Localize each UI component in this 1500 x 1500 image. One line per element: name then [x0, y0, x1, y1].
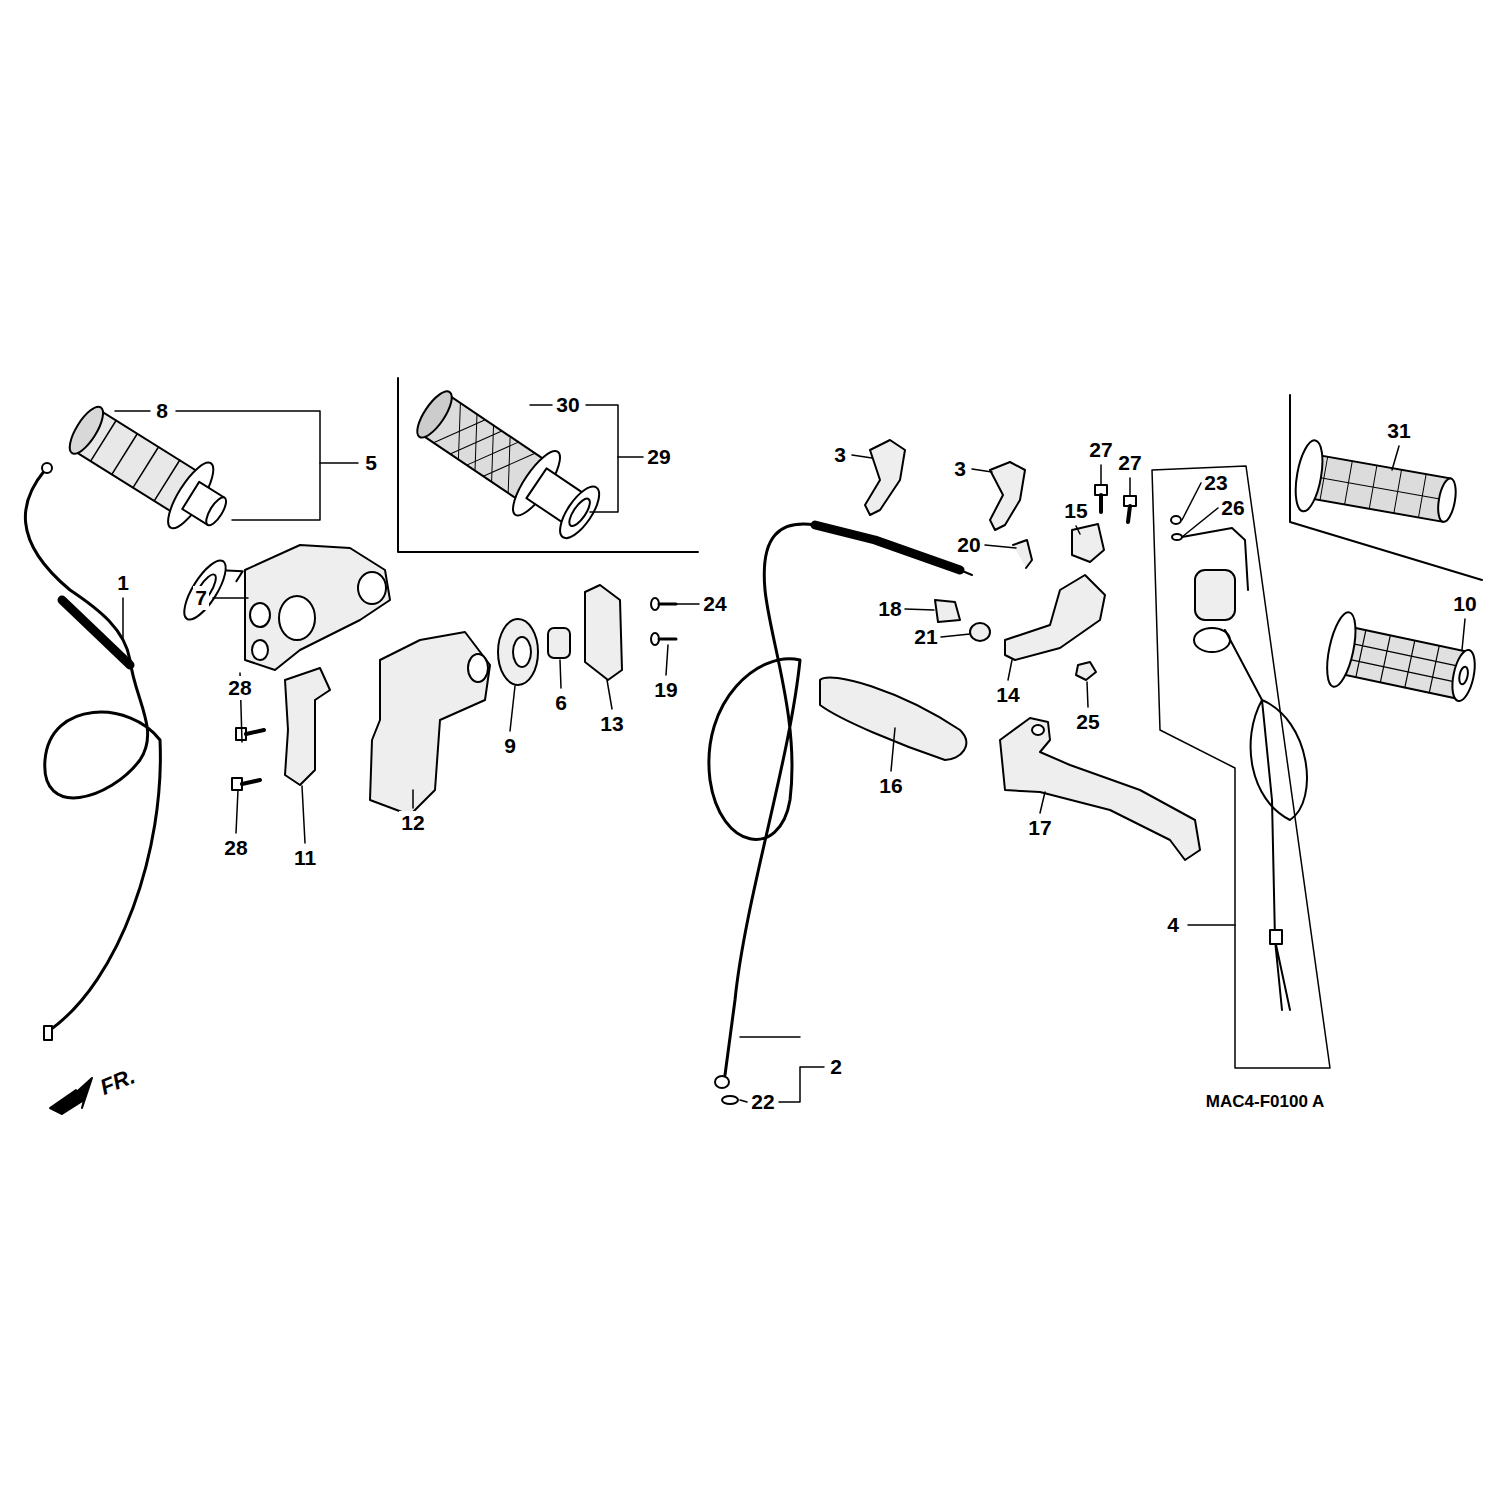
cable-adjuster [815, 525, 960, 570]
adjuster-bolt [935, 600, 960, 622]
front-arrow [50, 1078, 92, 1114]
lock-nut [970, 623, 990, 641]
callout-number: 28 [226, 676, 253, 699]
throttle-pulley [498, 619, 538, 685]
callout-number: 2 [828, 1055, 844, 1078]
inset-frame [398, 378, 698, 552]
callout-number: 3 [832, 443, 848, 466]
group-outline [1152, 466, 1330, 1068]
cable-end [44, 1026, 52, 1040]
callout-number: 14 [994, 683, 1021, 706]
pulley-hub [513, 637, 531, 667]
leader-lines [115, 405, 1465, 1102]
lever-bracket [1005, 575, 1105, 660]
left-grip [1291, 438, 1461, 537]
callout-number: 27 [1116, 451, 1143, 474]
callout-number: 12 [399, 811, 426, 834]
throttle-grip [58, 393, 242, 547]
bolt [232, 728, 264, 790]
holder-clamp [1072, 524, 1104, 562]
callout-number: 20 [955, 533, 982, 556]
callout-number: 23 [1202, 471, 1229, 494]
pivot-bolt [1013, 540, 1032, 568]
throttle-housing [370, 632, 490, 815]
screw [651, 598, 676, 645]
callout-number: 15 [1062, 499, 1089, 522]
cable-clip [990, 462, 1025, 530]
collar [548, 628, 570, 658]
inset-frame [1290, 395, 1482, 580]
callout-number: 18 [876, 597, 903, 620]
callout-number: 27 [1087, 438, 1114, 461]
callout-number: 26 [1219, 496, 1246, 519]
washer [722, 1096, 738, 1104]
throttle-cable [25, 470, 160, 1030]
grip-collar [177, 553, 243, 630]
callout-number: 22 [749, 1090, 776, 1113]
callout-number: 3 [952, 457, 968, 480]
callout-number: 17 [1026, 816, 1053, 839]
callout-number: 11 [292, 846, 318, 869]
callout-number: 13 [598, 712, 625, 735]
callout-number: 7 [193, 586, 209, 609]
throttle-grip [405, 377, 611, 550]
front-indicator: FR. [95, 1063, 141, 1100]
clutch-lever [1000, 718, 1200, 860]
cable-adjuster [62, 600, 130, 665]
engine-stop-switch [1171, 516, 1307, 1010]
housing-clamp [285, 668, 330, 785]
callout-number: 21 [912, 625, 939, 648]
cable-clip [865, 440, 905, 515]
callout-number: 30 [554, 393, 581, 416]
callout-number: 16 [877, 774, 904, 797]
callout-number: 9 [502, 734, 518, 757]
housing-cover [585, 585, 622, 680]
callout-number: 1 [115, 571, 131, 594]
callout-number: 19 [652, 678, 679, 701]
callout-number: 8 [154, 399, 170, 422]
callout-number: 25 [1074, 710, 1101, 733]
callout-number: 6 [553, 691, 569, 714]
callout-number: 5 [363, 451, 379, 474]
cable-end [715, 1076, 729, 1088]
throttle-housing [245, 545, 390, 670]
callout-number: 10 [1451, 592, 1478, 615]
drawing-code: MAC4-F0100 A [1204, 1093, 1326, 1112]
nut [1076, 662, 1096, 680]
callout-number: 28 [222, 836, 249, 859]
callout-number: 31 [1385, 419, 1412, 442]
housing-bore [468, 654, 488, 682]
callout-number: 24 [701, 592, 728, 615]
cable-end [42, 463, 52, 473]
callout-number: 29 [645, 445, 672, 468]
callout-number: 4 [1165, 913, 1181, 936]
left-grip [1322, 610, 1482, 715]
